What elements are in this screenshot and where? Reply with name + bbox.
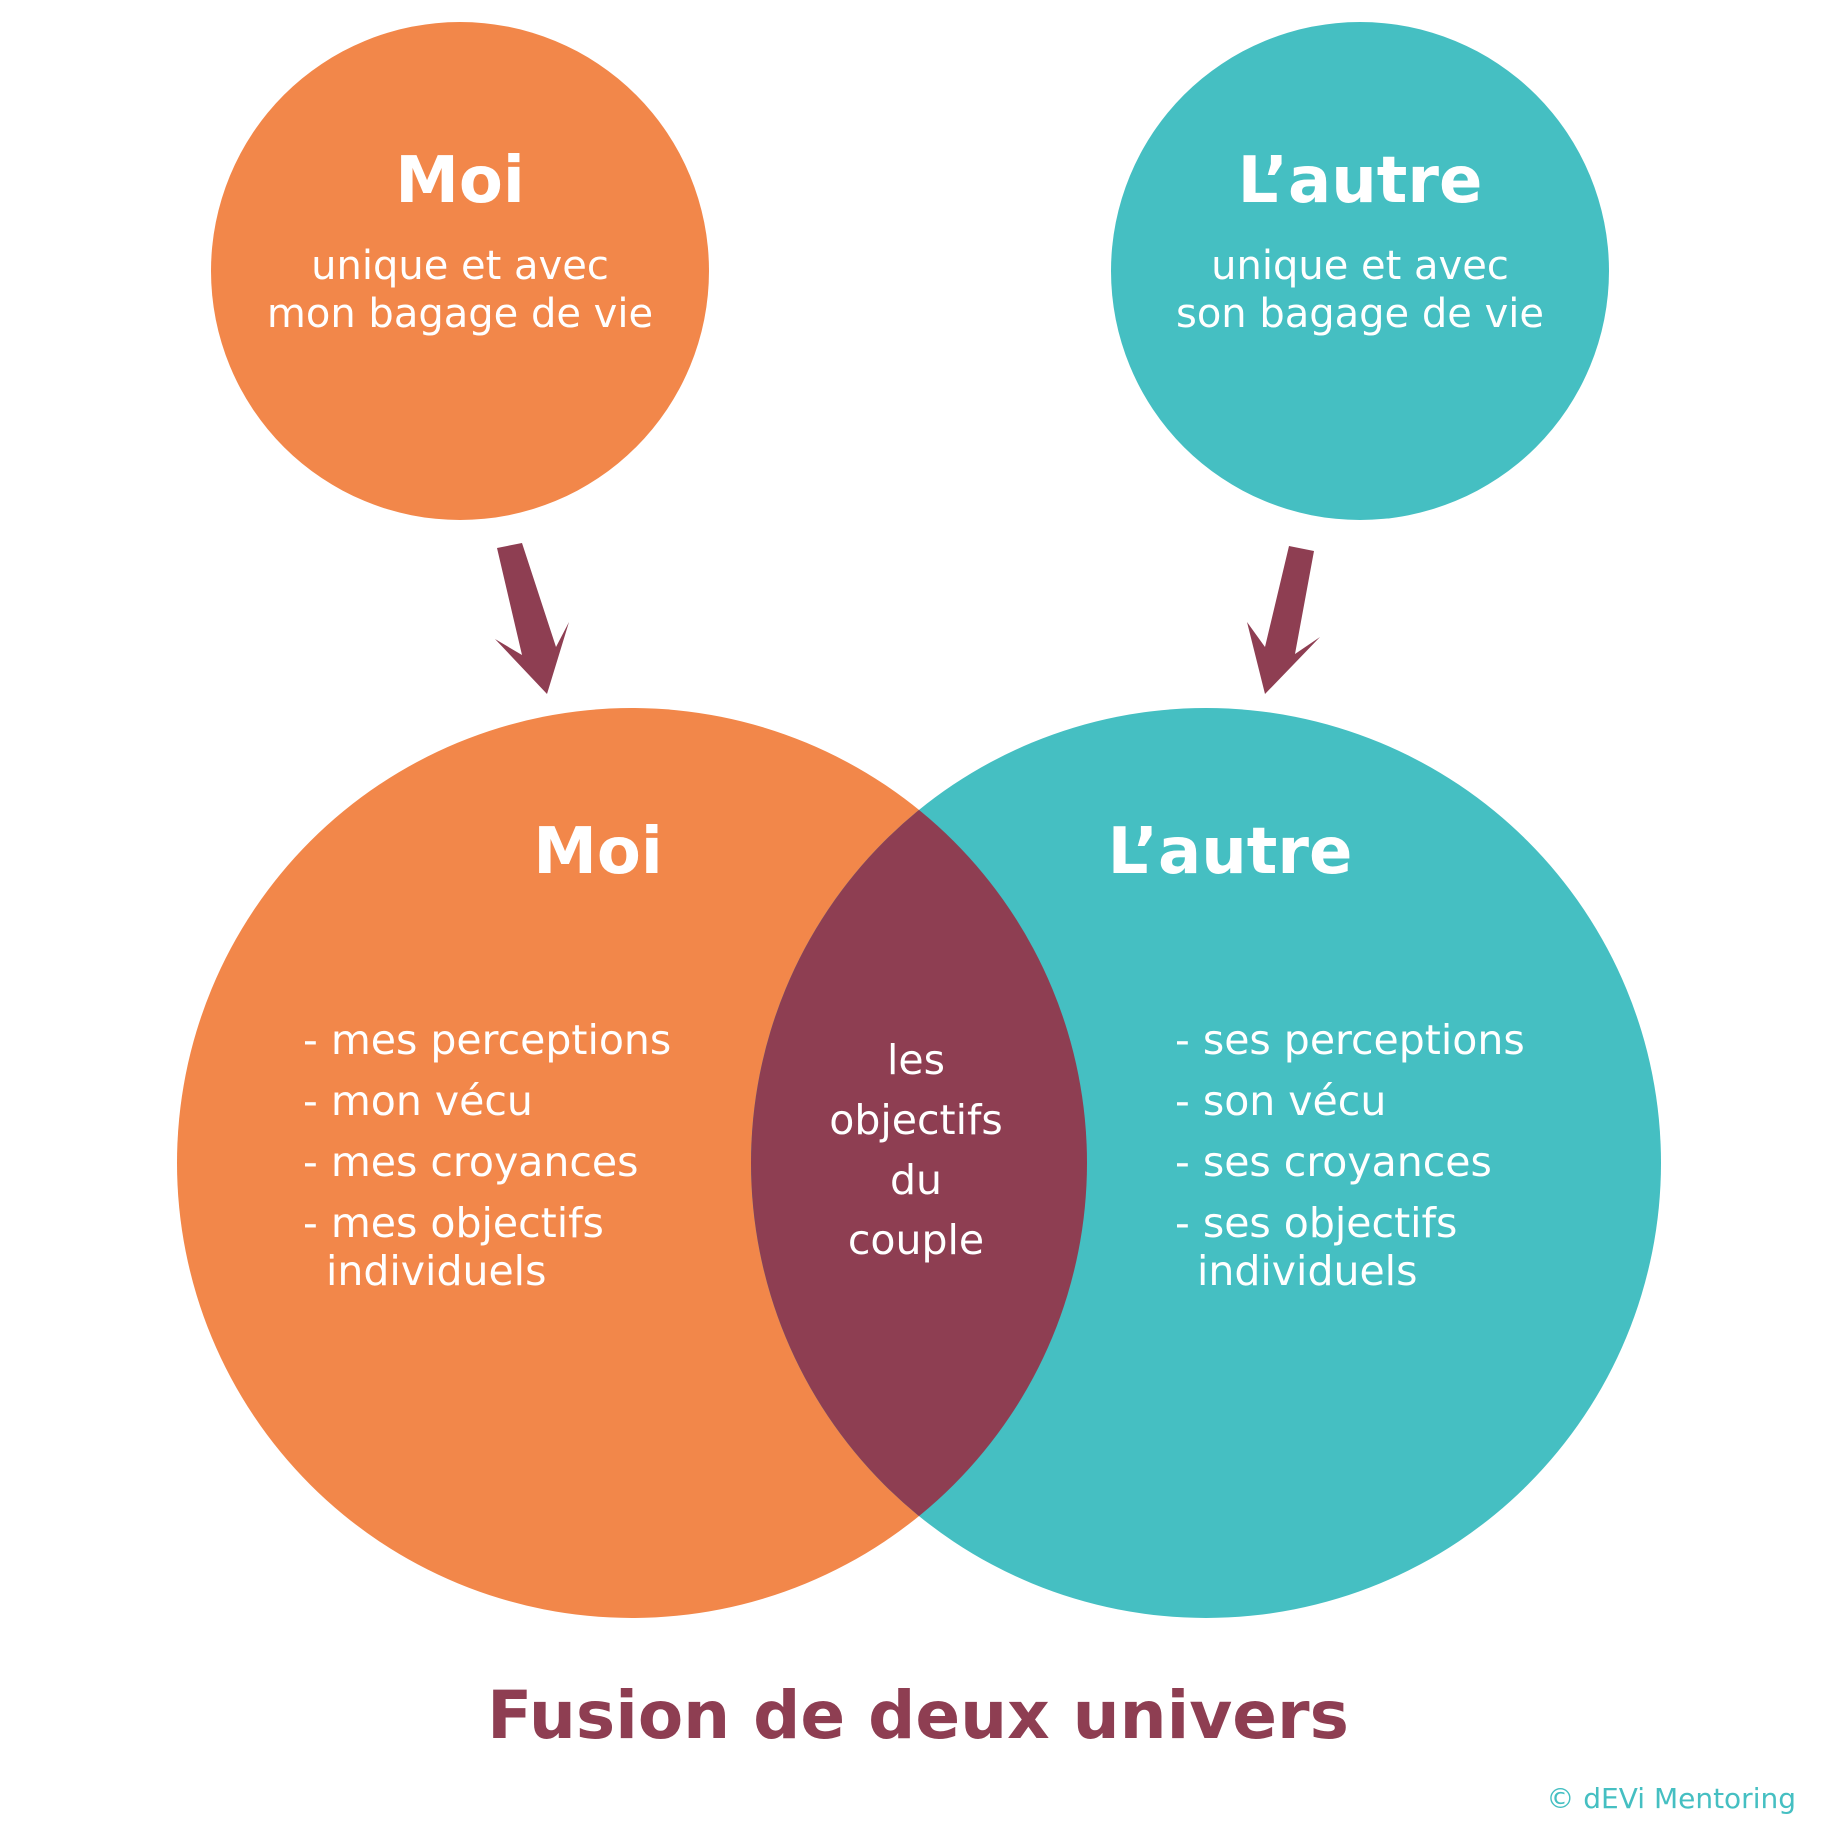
venn-overlap-line: les [887,1036,945,1084]
top-left-subtitle-line1: unique et avec [311,243,609,289]
arrow-right [1247,546,1320,694]
venn-right-item: - son vécu [1175,1077,1386,1125]
venn-right-list: - ses perceptions - son vécu - ses croya… [1175,1016,1525,1295]
venn-left-item: - mes perceptions [303,1016,671,1064]
top-left-subtitle-line2: mon bagage de vie [267,291,653,337]
credit: © dEVi Mentoring [1546,1782,1796,1815]
caption: Fusion de deux univers [487,1677,1349,1754]
top-right-subtitle-line2: son bagage de vie [1176,291,1544,337]
venn-overlap-line: couple [848,1216,984,1264]
arrow-left [495,543,569,694]
venn-overlap [751,708,1087,1618]
top-left-title: Moi [395,144,525,218]
top-right-subtitle-line1: unique et avec [1211,243,1509,289]
venn-overlap-line: du [890,1156,942,1204]
venn-left-list: - mes perceptions - mon vécu - mes croya… [303,1016,671,1295]
venn-overlap-line: objectifs [829,1096,1003,1144]
venn-right-item-continuation: individuels [1197,1247,1417,1295]
venn-right-item: - ses perceptions [1175,1016,1525,1064]
venn-right-item: - ses objectifs [1175,1199,1457,1247]
venn-left-item: - mes croyances [303,1138,638,1186]
venn-left-item: - mes objectifs [303,1199,604,1247]
venn-left-item: - mon vécu [303,1077,533,1125]
top-right-title: L’autre [1238,144,1483,218]
top-right-circle [1111,22,1609,520]
venn-right-item: - ses croyances [1175,1138,1492,1186]
venn-overlap-label: les objectifs du couple [829,1036,1003,1264]
venn-left-title: Moi [533,815,663,889]
venn-left-item-continuation: individuels [326,1247,546,1295]
venn-right-title: L’autre [1108,815,1353,889]
top-left-circle [211,22,709,520]
